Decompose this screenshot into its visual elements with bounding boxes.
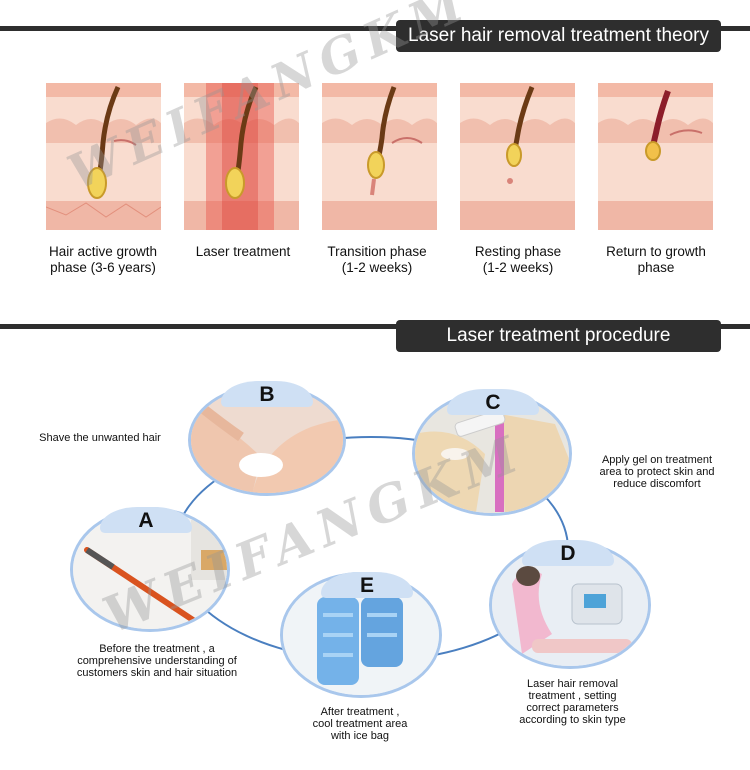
section-divider-procedure — [0, 324, 750, 329]
caption-laser-treatment: Laser treatment — [195, 244, 291, 259]
panel-resting — [460, 83, 575, 230]
section-title-procedure: Laser treatment procedure — [396, 320, 721, 352]
section-divider-top — [0, 26, 750, 31]
step-a-description: Before the treatment , a comprehensive u… — [76, 643, 238, 679]
step-a-badge: A — [100, 507, 192, 533]
step-e-badge: E — [321, 572, 413, 598]
step-c-badge: C — [447, 389, 539, 415]
panel-transition — [322, 83, 437, 230]
caption-active-growth: Hair active growth phase (3-6 years) — [48, 244, 158, 275]
panel-return-growth — [598, 83, 713, 230]
section-title-theory: Laser hair removal treatment theory — [396, 20, 721, 52]
step-d-description: Laser hair removal treatment , setting c… — [519, 678, 626, 726]
caption-transition: Transition phase (1-2 weeks) — [327, 244, 427, 275]
step-e-description: After treatment , cool treatment area wi… — [312, 706, 408, 742]
caption-return-growth: Return to growth phase — [606, 244, 706, 275]
step-b-badge: B — [221, 381, 313, 407]
step-b-image — [188, 384, 346, 496]
panel-laser-treatment — [184, 83, 299, 230]
panel-active-growth — [46, 83, 161, 230]
step-d-badge: D — [522, 540, 614, 566]
step-c-description: Apply gel on treatment area to protect s… — [599, 454, 715, 490]
caption-resting: Resting phase (1-2 weeks) — [474, 244, 562, 275]
step-b-description: Shave the unwanted hair — [39, 432, 161, 444]
